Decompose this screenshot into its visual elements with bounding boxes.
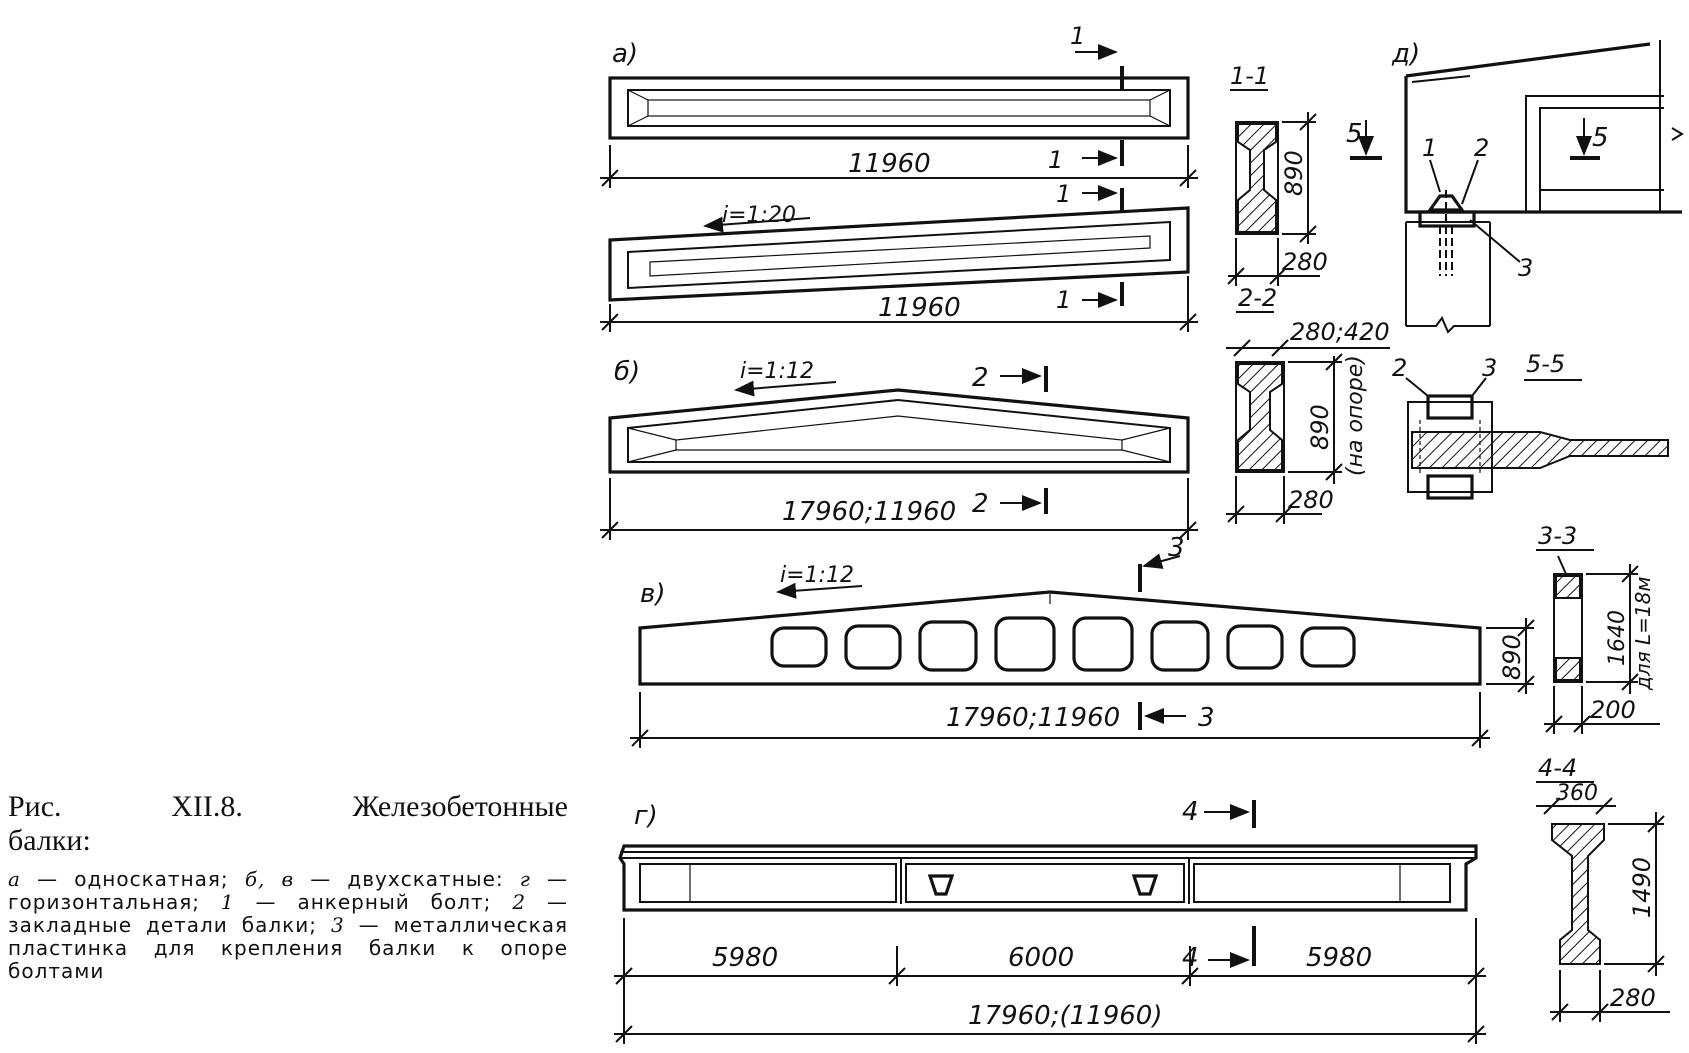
section-1-1-shape — [1237, 123, 1277, 233]
section-2-2-label: 2-2 — [1238, 284, 1277, 312]
view-b-label: б) — [614, 357, 640, 387]
cut-1-bottom2: 1 — [1056, 286, 1071, 314]
cut-2-top: 2 — [972, 363, 989, 393]
caption-legend: а — односкатная; б, в — двухскатные: г —… — [8, 868, 568, 983]
slope-b: i=1:12 — [740, 359, 814, 384]
section-5-5-callout-2: 2 — [1392, 354, 1407, 382]
caption-title: Рис. XII.8. Железобетонные — [8, 790, 568, 823]
figure-caption: Рис. XII.8. Железобетонные балки: а — од… — [8, 790, 568, 983]
view-d-callout-2: 2 — [1474, 134, 1489, 162]
view-d-callout-3: 3 — [1518, 254, 1533, 282]
section-4-4-width: 280 — [1610, 984, 1656, 1012]
section-4-4: 4-4 360 1490 280 — [1536, 754, 1670, 1022]
cut-1-top: 1 — [1070, 22, 1085, 50]
cut-1-top2: 1 — [1056, 180, 1071, 208]
legend-text-2: — закладные детали балки; — [8, 890, 569, 937]
dim-g-right: 5980 — [1306, 943, 1372, 973]
section-3-3-height: 1640 — [1605, 610, 1630, 666]
section-4-4-height: 1490 — [1628, 857, 1656, 918]
view-d-nut — [1426, 194, 1466, 212]
legend-key-bv: б, в — [244, 867, 295, 891]
beam-g-panel-right — [1193, 863, 1451, 903]
slope-a2: i=1:20 — [722, 203, 796, 228]
beam-g-panel-mid — [905, 863, 1185, 903]
cut-3-bottom: 3 — [1198, 703, 1215, 733]
section-5-5-top-detail — [1426, 394, 1474, 420]
view-v: в) i=1:12 3 3 890 17960;11960 — [630, 533, 1535, 748]
view-b: б) i=1:12 2 2 17960;11960 — [600, 357, 1198, 540]
section-2-2-shape — [1237, 363, 1283, 471]
beam-g-outline — [618, 844, 1478, 912]
section-2-2: 2-2 280;420 890 (на опоре) 280 — [1226, 284, 1390, 524]
view-v-label: в) — [640, 579, 665, 609]
legend-text-1: — анкерный болт; — [234, 890, 513, 914]
beam-v-outline — [638, 590, 1482, 686]
cut-4-top: 4 — [1182, 797, 1199, 827]
dim-g-left: 5980 — [712, 943, 778, 973]
section-2-2-note: (на опоре) — [1343, 355, 1368, 476]
legend-key-1: 1 — [220, 890, 235, 914]
view-d-column — [1405, 221, 1491, 326]
view-d-callout-1: 1 — [1422, 134, 1437, 162]
view-d-cut-5-left: 5 — [1346, 119, 1363, 149]
legend-text-3: — металлическая пластинка для крепления … — [8, 913, 569, 983]
legend-text-g: — горизонтальная; — [8, 867, 568, 914]
legend-key-a: а — [8, 867, 21, 891]
section-1-1-height: 890 — [1280, 150, 1308, 196]
view-a-label: а) — [612, 39, 638, 69]
section-5-5-beam — [1411, 431, 1669, 469]
dim-g-mid: 6000 — [1008, 943, 1074, 973]
beam-b-outline — [608, 388, 1190, 474]
dim-g-total: 17960;(11960) — [968, 1001, 1162, 1031]
view-g-label: г) — [634, 801, 658, 831]
section-5-5: 5-5 2 3 — [1392, 350, 1669, 500]
beam-g-hole-left — [927, 874, 955, 896]
legend-key-3: 3 — [330, 913, 345, 937]
section-3-3-label: 3-3 — [1538, 522, 1577, 550]
beam-g-panel-left — [639, 863, 897, 903]
section-3-3-width: 200 — [1590, 696, 1636, 724]
beam-a1-web — [627, 89, 1171, 127]
section-1-1-width: 280 — [1282, 248, 1328, 276]
slope-v: i=1:12 — [780, 563, 854, 588]
view-a: а) 1 1 11960 i=1:20 1 1 11960 — [600, 22, 1198, 332]
beam-a2-outline — [608, 206, 1190, 302]
section-5-5-callout-3: 3 — [1482, 354, 1497, 382]
view-d-label: д) — [1391, 39, 1420, 69]
beam-a1-outline — [608, 76, 1190, 140]
dim-a2-length: 11960 — [878, 293, 961, 323]
section-5-5-bottom-detail — [1426, 474, 1474, 500]
section-2-2-height: 890 — [1306, 404, 1334, 450]
section-1-1: 1-1 890 280 — [1227, 62, 1328, 286]
dim-a1-length: 11960 — [848, 149, 931, 179]
section-5-5-label: 5-5 — [1526, 350, 1565, 378]
section-4-4-shape — [1551, 823, 1605, 965]
section-3-3: 3-3 1640 для L=18м 200 — [1536, 522, 1660, 734]
section-4-4-top-width: 360 — [1556, 781, 1598, 806]
dim-v-length: 17960;11960 — [946, 703, 1120, 733]
view-d: д) 5 5 1 2 3 — [1346, 39, 1684, 334]
section-2-2-top-width: 280;420 — [1290, 318, 1390, 346]
caption-title-cont: балки: — [8, 824, 91, 857]
section-1-1-label: 1-1 — [1230, 62, 1269, 90]
legend-key-2: 2 — [512, 890, 527, 914]
cut-3-top: 3 — [1168, 533, 1185, 563]
view-g: г) 4 4 5980 6000 5980 17960;(11960) — [614, 797, 1486, 1044]
section-2-2-width: 280 — [1288, 486, 1334, 514]
dim-v-height: 890 — [1498, 634, 1526, 680]
legend-key-g: г — [519, 867, 531, 891]
view-d-cut-5-right: 5 — [1592, 123, 1609, 153]
cut-1-bottom: 1 — [1048, 146, 1063, 174]
beam-g-hole-right — [1131, 874, 1159, 896]
section-3-3-shape — [1553, 573, 1583, 683]
legend-text-bv: — двухскатные: — [294, 867, 520, 891]
beam-v-openings — [770, 616, 1356, 672]
cut-2-bottom: 2 — [972, 489, 989, 519]
dim-b-length: 17960;11960 — [782, 497, 956, 527]
section-3-3-note: для L=18м — [1631, 577, 1655, 691]
view-d-beam — [1404, 42, 1682, 214]
section-4-4-label: 4-4 — [1538, 754, 1577, 782]
legend-text-a: — односкатная; — [20, 867, 245, 891]
